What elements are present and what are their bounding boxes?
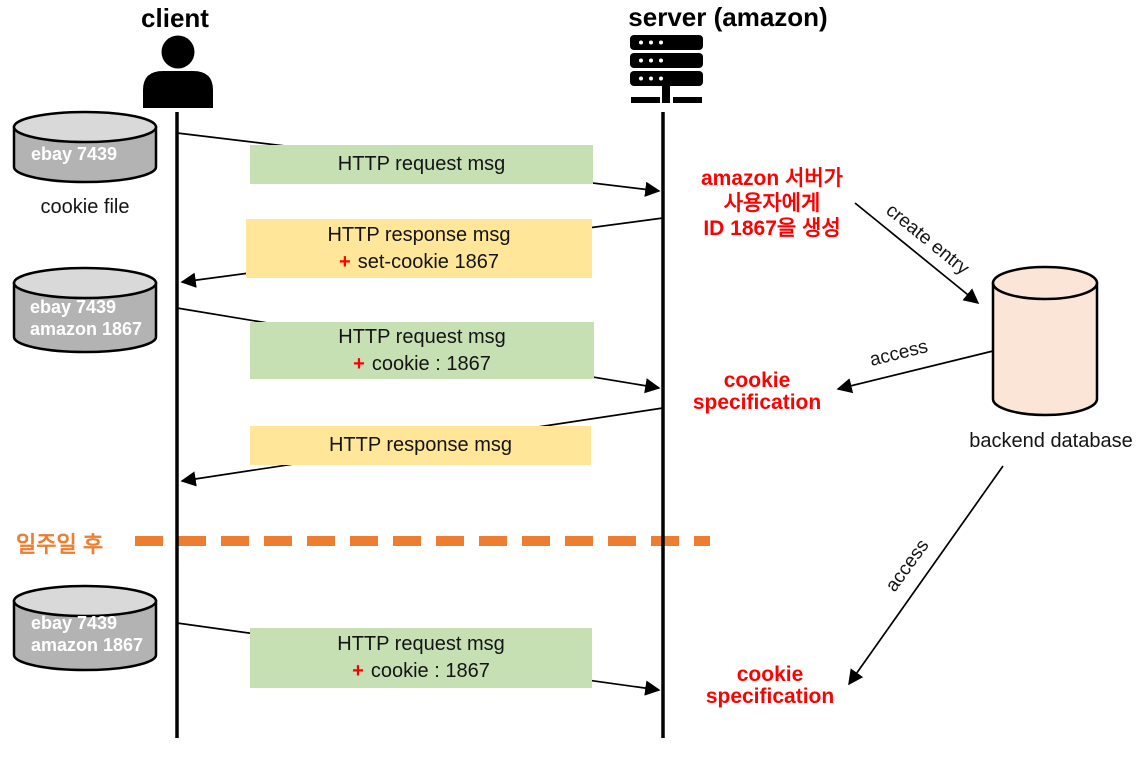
msg-text: HTTP request msg bbox=[337, 153, 506, 175]
arrow-create-entry bbox=[854, 202, 980, 304]
cookie-specification-1: cookie specification bbox=[693, 370, 821, 414]
cookie-spec-line1: cookie bbox=[723, 369, 791, 392]
cookie-file-caption: cookie file bbox=[40, 196, 130, 218]
server-lane-title: server (amazon) bbox=[628, 2, 828, 32]
msg-extra-row: + cookie : 1867 bbox=[353, 351, 491, 378]
plus-sign: + bbox=[339, 250, 351, 273]
msg-extra-text: cookie : 1867 bbox=[370, 660, 490, 682]
cookie-spec-line2: specification bbox=[692, 391, 822, 414]
cookie-db3-entry-ebay: ebay 7439 bbox=[31, 613, 118, 633]
plus-sign: + bbox=[353, 352, 365, 375]
server-id-note-line1: amazon 서버가 bbox=[701, 167, 843, 190]
cookie-db3-entry-amazon: amazon 1867 bbox=[31, 635, 144, 655]
cookie-db2-entry-amazon: amazon 1867 bbox=[30, 319, 143, 339]
cookie-file-cylinder-2 bbox=[12, 266, 158, 354]
msg-http-response-2: HTTP response msg bbox=[250, 426, 591, 465]
backend-database-cylinder bbox=[991, 265, 1099, 417]
msg-extra-text: cookie : 1867 bbox=[371, 352, 491, 375]
backend-database-caption: backend database bbox=[969, 430, 1133, 452]
msg-http-request-3: HTTP request msg + cookie : 1867 bbox=[250, 628, 592, 688]
cookie-file-cylinder-1 bbox=[12, 110, 158, 184]
msg-text: HTTP response msg bbox=[327, 223, 511, 246]
msg-http-request-1: HTTP request msg bbox=[250, 145, 593, 184]
msg-http-request-2: HTTP request msg + cookie : 1867 bbox=[250, 322, 594, 379]
msg-text: HTTP response msg bbox=[328, 434, 513, 456]
server-rack-icon bbox=[630, 35, 703, 103]
msg-text: HTTP request msg bbox=[337, 633, 505, 655]
server-id-note: amazon 서버가 사용자에게 ID 1867을 생성 bbox=[701, 166, 843, 241]
msg-extra-row: + set-cookie 1867 bbox=[339, 249, 499, 276]
cookie-file-cylinder-3 bbox=[12, 584, 158, 672]
arrow-access-2 bbox=[848, 465, 1004, 686]
server-id-note-line3: ID 1867을 생성 bbox=[703, 217, 841, 240]
cookie-spec-line1: cookie bbox=[736, 663, 804, 686]
msg-extra-row: + cookie : 1867 bbox=[352, 658, 490, 685]
plus-sign: + bbox=[352, 660, 364, 682]
week-later-label: 일주일 후 bbox=[16, 532, 104, 557]
msg-text: HTTP request msg bbox=[338, 325, 506, 348]
cookie-db2-entry-ebay: ebay 7439 bbox=[30, 297, 117, 317]
arrow-access-1 bbox=[836, 350, 994, 394]
msg-http-response-1: HTTP response msg + set-cookie 1867 bbox=[246, 219, 592, 278]
client-person-icon bbox=[143, 35, 213, 108]
cookie-db1-entry-ebay: ebay 7439 bbox=[31, 144, 118, 164]
server-id-note-line2: 사용자에게 bbox=[723, 192, 821, 215]
cookie-specification-2: cookie specification bbox=[706, 664, 834, 708]
msg-extra-text: set-cookie 1867 bbox=[357, 250, 499, 273]
cookie-spec-line2: specification bbox=[705, 685, 835, 708]
client-lane-title: client bbox=[141, 3, 209, 33]
